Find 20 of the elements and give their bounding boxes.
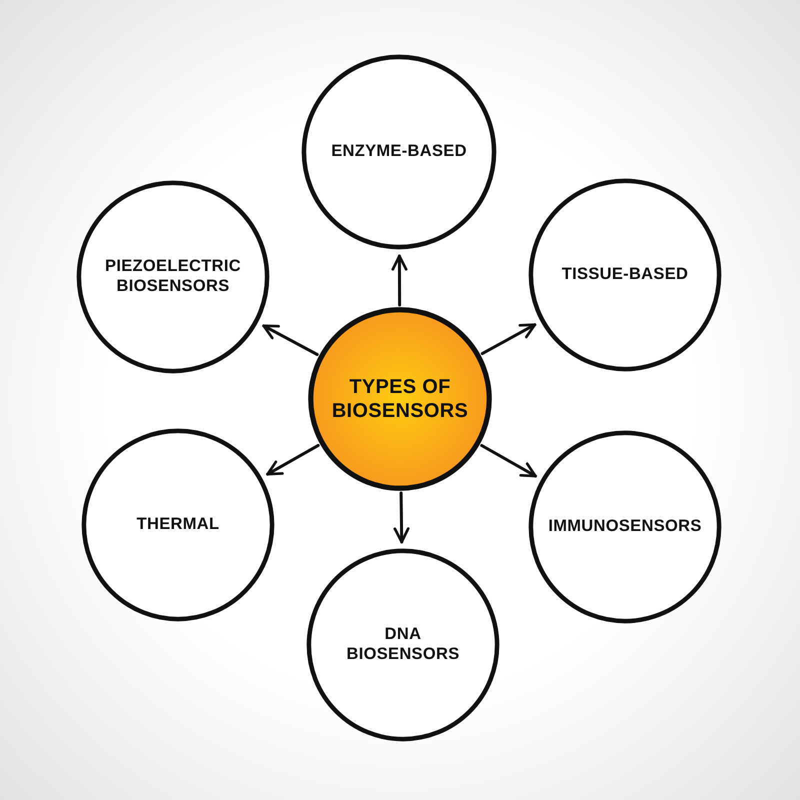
node-label: DNA BIOSENSORS <box>345 625 461 665</box>
node-label: TISSUE-BASED <box>562 265 688 285</box>
category-circle <box>528 430 722 624</box>
arrow <box>480 323 536 356</box>
arrow <box>266 444 320 476</box>
hub-circle <box>308 307 492 491</box>
node-label: PIEZOELECTRIC BIOSENSORS <box>104 257 242 297</box>
arrow <box>391 254 408 306</box>
category-circle <box>76 180 270 374</box>
category-circle <box>528 178 722 372</box>
category-circle <box>301 54 497 250</box>
category-circle <box>81 428 275 622</box>
arrow <box>394 492 410 544</box>
node-label: TYPES OF BIOSENSORS <box>330 375 470 423</box>
category-circle <box>306 548 500 742</box>
node-label: THERMAL <box>136 515 220 535</box>
node-label: ENZYME-BASED <box>331 142 467 162</box>
arrow <box>262 324 319 356</box>
node-label: IMMUNOSENSORS <box>548 517 702 537</box>
arrow <box>480 444 537 478</box>
